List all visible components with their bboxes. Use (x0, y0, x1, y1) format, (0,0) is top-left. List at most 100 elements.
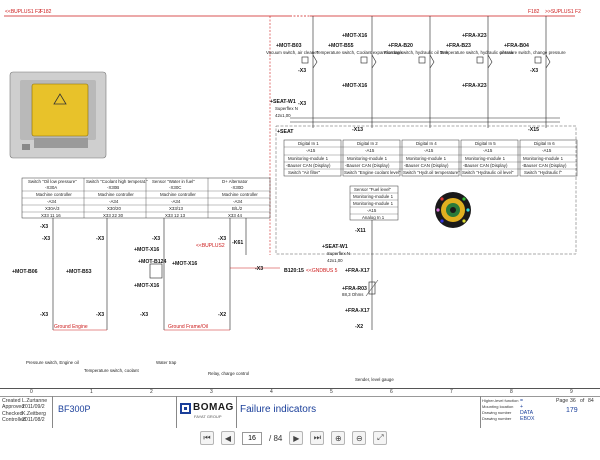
xref-gnd-right[interactable]: <<GNDBUS 5 (306, 268, 338, 274)
sender-label: Sender, level gauge (355, 377, 394, 382)
tb-of-label: of (580, 398, 585, 404)
zoom-in-button[interactable]: ⊕ (331, 431, 346, 445)
tb-right-value-2: + (520, 404, 524, 410)
lt-2-b: X30/20 (107, 206, 121, 211)
conn-x3-c: -X3 (530, 68, 538, 74)
di-1-bus: -Bauser CAN (Display) (286, 163, 331, 168)
lt-4-title: D+ Alternator (222, 179, 248, 184)
round-connector-image (435, 192, 471, 228)
di-3-mon: Monitoring-module 1 (406, 156, 447, 161)
di-1-name: Digital In 1 (298, 141, 319, 146)
tb-right-label-3: Drawing number (482, 410, 512, 415)
lt-1-b: X30A/3 (45, 206, 60, 211)
conn-x3-l3: -X3 (152, 236, 160, 242)
ldev-b53-label: Temperature switch, coolant (84, 368, 139, 373)
conn-x15: -X15 (528, 127, 539, 133)
tb-doc-no: 179 (566, 407, 578, 414)
di-2-sw: Switch "Engine coolant level" (344, 170, 401, 175)
conn-x3-l6: -X3 (40, 312, 48, 318)
out-b120: B120:15 (284, 268, 304, 274)
dev-fra-b04-desc: pressure switch, change pressure (500, 50, 566, 55)
schematic-canvas: <<BUPLUS1 F2 F182 F182 >>SUPLUS1 F2 +MOT… (4, 9, 581, 382)
lt-2-ref: -X30B (107, 185, 119, 190)
conn-x35: -X3 (40, 224, 48, 230)
lt-4-c: X33 44 (228, 213, 242, 218)
di-4-mon: Monitoring-module 1 (465, 156, 506, 161)
xref-top-right-dest[interactable]: >>SUPLUS1 F2 (545, 9, 581, 15)
seat-frame (275, 125, 577, 255)
lt-4-b: B/L/2 (232, 206, 243, 211)
tb-created-date: 2011/09/2 (22, 404, 45, 410)
di-5-ref: -A15 (542, 148, 552, 153)
last-page-button[interactable]: ⏭ (310, 431, 325, 445)
bomag-logo: BOMAG FAYAT GROUP (180, 401, 233, 423)
tb-sheet-val: 36 (570, 398, 576, 404)
conn-x11: -X11 (355, 228, 366, 234)
ldev-b124-label: Water trap (156, 360, 177, 365)
lt-3-a: -A34 (171, 199, 181, 204)
dev-fra-b20-desc: Floating switch, hydraulic oil tank (384, 50, 449, 55)
xref-top-left[interactable]: <<BUPLUS1 F2 (5, 9, 41, 15)
fuel-box-title: Sensor "Fuel level" (354, 187, 391, 192)
pdf-viewer-toolbar: ⏮ ◀ / 84 ▶ ⏭ ⊕ ⊖ ⤢ (0, 428, 600, 460)
di-1-ref: -A15 (306, 148, 316, 153)
page-number-input[interactable] (242, 431, 262, 445)
conn-x13: -X13 (352, 127, 363, 133)
lt-4-a: -A34 (233, 199, 243, 204)
sender-value: 88,3 Ohms (342, 292, 364, 297)
col-7: 7 (450, 389, 453, 395)
conn-mot-x16-l1: +MOT-X16 (134, 247, 159, 253)
conn-fra-x17-a: +FRA-X17 (345, 268, 370, 274)
tb-of-val: 84 (588, 398, 594, 404)
di-2-bus: -Bauser CAN (Display) (345, 163, 390, 168)
dev-fra-b20-tag: +FRA-B20 (388, 43, 413, 49)
tb-controlled-label: Controlled (2, 417, 26, 423)
sender-tag: +FRA-R03 (342, 286, 367, 292)
xref-top-right[interactable]: F182 (528, 9, 540, 15)
conn-x3-b: -X3 (298, 101, 306, 107)
ldev-b06-label: Pressure switch, Engine oil (26, 360, 79, 365)
prev-page-button[interactable]: ◀ (221, 431, 235, 445)
di-5-name: Digital In 6 (534, 141, 555, 146)
di-2-mon: Monitoring-module 1 (347, 156, 388, 161)
col-5: 5 (330, 389, 333, 395)
fuel-box-row-2: Monitoring-module 1 (353, 201, 394, 206)
fit-page-button[interactable]: ⤢ (373, 431, 388, 445)
conn-x3-l4: -X3 (218, 236, 226, 242)
col-6: 6 (390, 389, 393, 395)
xref-gnd-left[interactable]: <<BUPLUS2 (196, 243, 225, 249)
dev-mot-b03-tag: +MOT-B03 (276, 43, 302, 49)
conn-x3-l1: -X3 (42, 236, 50, 242)
conn-x2-left: -X2 (218, 312, 226, 318)
di-3-bus: -Bauser CAN (Display) (404, 163, 449, 168)
next-page-button[interactable]: ▶ (289, 431, 304, 445)
left-signal-table (21, 177, 271, 219)
bomag-logo-icon (180, 403, 191, 414)
col-8: 8 (510, 389, 513, 395)
tb-checked-date: 2011/08/2 (22, 417, 45, 423)
dev-mot-b55-desc: Temperature switch, Coolant expansion ta… (316, 50, 403, 55)
col-1: 1 (90, 389, 93, 395)
module-label: +SEAT-W1 (270, 99, 296, 105)
lt-3-c: X33 12 13 (165, 213, 186, 218)
zoom-out-button[interactable]: ⊖ (352, 431, 367, 445)
first-page-button[interactable]: ⏮ (200, 431, 214, 445)
tb-approved-label: Approved (2, 404, 25, 410)
ldev-k61-label: Relay, charge control (208, 371, 249, 376)
col-3: 3 (210, 389, 213, 395)
conn-x3-a: -X3 (298, 68, 306, 74)
fuel-box-row-3: -A15 (367, 208, 377, 213)
lt-3-ref: -X30C (169, 185, 181, 190)
ldev-b06-tag: +MOT-B06 (12, 269, 38, 275)
conn-x3-l5: -X3 (140, 312, 148, 318)
conn-mot-x16-l3: +MOT-X16 (172, 261, 197, 267)
lt-2-sub: Machine controller (98, 192, 134, 197)
module2-code: 42x1,00 (327, 258, 343, 263)
di-3-ref: -A15 (424, 148, 434, 153)
tb-right-value-1: = (520, 398, 524, 404)
water-trap-symbol (149, 263, 163, 279)
xref-top-left-dest[interactable]: F182 (40, 9, 52, 15)
switch-symbols (301, 54, 551, 69)
conn-mot-x16-top: +MOT-X16 (342, 33, 367, 39)
lt-3-title: Sensor "Water in fuel" (152, 179, 195, 184)
